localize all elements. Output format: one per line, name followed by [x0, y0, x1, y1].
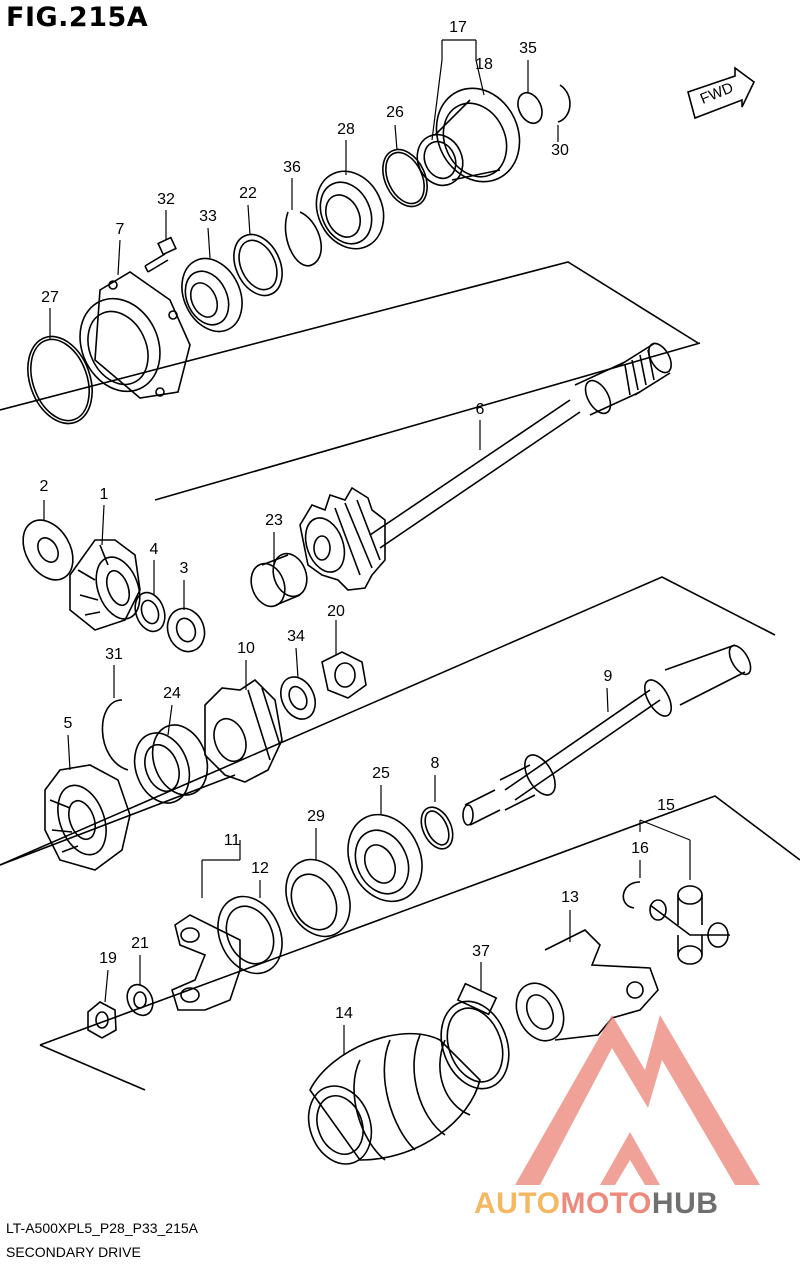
callout-37: 37 — [472, 943, 490, 960]
callout-27: 27 — [41, 289, 59, 306]
part-15-universal-joint — [649, 885, 730, 965]
automotohub-logo — [515, 1015, 760, 1185]
callout-35: 35 — [519, 40, 537, 57]
part-3-nut — [166, 607, 206, 653]
footer-diagram-code: LT-A500XPL5_P28_P33_215A — [6, 1220, 199, 1236]
callout-28: 28 — [337, 121, 355, 138]
callout-34: 34 — [287, 628, 305, 645]
callout-3: 3 — [179, 560, 189, 577]
part-4-washer — [134, 591, 166, 633]
callout-22: 22 — [239, 185, 257, 202]
group-boundary-lines — [0, 261, 800, 1091]
part-30-circlip — [557, 84, 571, 123]
callout-18: 18 — [475, 56, 493, 73]
watermark-moto: MOTO — [560, 1187, 652, 1220]
callout-4: 4 — [149, 541, 159, 558]
part-13-yoke — [515, 929, 659, 1042]
part-7-bearing-housing — [79, 271, 191, 399]
part-16-clip — [622, 881, 641, 909]
part-31-clip — [101, 699, 129, 771]
fwd-arrow-icon — [687, 66, 756, 120]
part-34-washer — [279, 676, 317, 720]
part-19-nut — [87, 1001, 117, 1039]
callout-8: 8 — [430, 755, 440, 772]
part-24-bearing — [133, 724, 209, 804]
callout-30: 30 — [551, 142, 569, 159]
callout-26: 26 — [386, 104, 404, 121]
part-25-bearing — [347, 813, 423, 903]
callout-13: 13 — [561, 889, 579, 906]
part-18-housing — [416, 87, 521, 187]
part-20-nut — [321, 651, 367, 699]
leader-lines — [43, 39, 691, 1055]
callout-21: 21 — [131, 935, 149, 952]
callout-31: 31 — [105, 646, 123, 663]
part-37-clamp — [440, 982, 510, 1090]
callout-9: 9 — [603, 668, 613, 685]
callout-17: 17 — [449, 19, 467, 36]
watermark-auto: AUTO — [474, 1187, 561, 1220]
callout-7: 7 — [115, 221, 125, 238]
part-35-ring — [517, 91, 543, 125]
part-33-bearing — [181, 257, 243, 333]
part-36-circlip — [284, 211, 322, 267]
part-26-o-ring — [382, 148, 428, 208]
callout-23: 23 — [265, 512, 283, 529]
part-6-shaft — [369, 342, 672, 549]
part-28-bearing — [315, 170, 385, 250]
part-6-gear — [299, 486, 386, 591]
callout-1: 1 — [99, 486, 109, 503]
callout-14: 14 — [335, 1005, 353, 1022]
callout-15: 15 — [657, 797, 675, 814]
callout-20: 20 — [327, 603, 345, 620]
part-22-shim — [233, 233, 283, 297]
part-29-seal — [285, 858, 351, 938]
watermark-hub: HUB — [651, 1187, 719, 1220]
part-5-bevel-gear — [44, 764, 131, 871]
part-27-o-ring — [27, 335, 93, 425]
callout-24: 24 — [163, 685, 181, 702]
part-2-shim — [22, 519, 74, 581]
callout-11: 11 — [223, 832, 241, 849]
callout-32: 32 — [157, 191, 175, 208]
callout-12: 12 — [251, 860, 269, 877]
callout-2: 2 — [39, 478, 49, 495]
callout-16: 16 — [631, 840, 649, 857]
callout-10: 10 — [237, 640, 255, 657]
part-12-yoke — [171, 895, 283, 1011]
callout-29: 29 — [307, 808, 325, 825]
watermark-text: AUTOMOTOHUB — [474, 1187, 718, 1221]
callout-33: 33 — [199, 208, 217, 225]
callout-5: 5 — [63, 715, 73, 732]
part-10-gear — [204, 678, 283, 783]
callout-6: 6 — [475, 401, 485, 418]
callout-36: 36 — [283, 159, 301, 176]
part-21-washer — [126, 983, 154, 1017]
part-8-shim — [420, 806, 454, 850]
callout-19: 19 — [99, 950, 117, 967]
part-14-boot — [307, 1032, 481, 1165]
part-32-bolt — [144, 236, 177, 273]
footer-diagram-name: SECONDARY DRIVE — [6, 1244, 141, 1260]
callout-25: 25 — [372, 765, 390, 782]
part-9-shaft — [462, 644, 752, 826]
part-23-needle-bearing — [250, 552, 308, 608]
figure-title: FIG.215A — [6, 2, 149, 33]
